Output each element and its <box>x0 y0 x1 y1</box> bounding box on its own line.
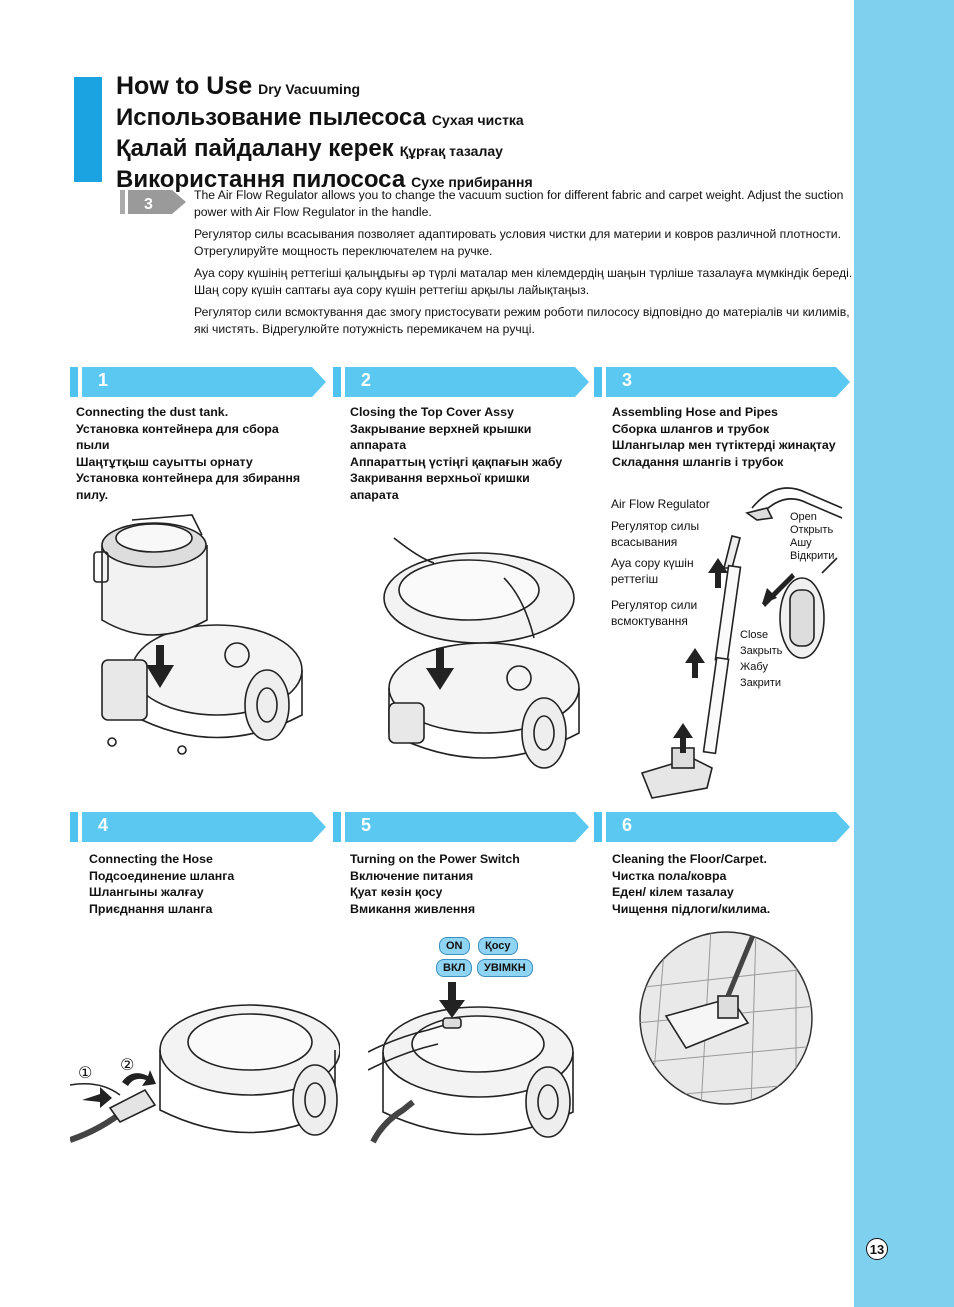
step-1-line-kk: Шаңтұтқыш сауытты орнату <box>76 454 253 469</box>
label-close-kk: Жабу <box>740 661 768 673</box>
step-2-header: 2 <box>333 367 589 397</box>
step-4-header: 4 <box>70 812 326 842</box>
illustration-dust-tank <box>93 514 303 755</box>
label-open-ru: Открыть <box>790 524 834 536</box>
step-4-line-kk: Шлангыны жалғау <box>89 885 204 899</box>
step-6-text: Cleaning the Floor/Carpet. Чистка пола/к… <box>612 851 842 917</box>
title-accent-bar <box>74 77 102 182</box>
step-3-header: 3 <box>594 367 850 397</box>
right-side-band <box>854 0 954 1307</box>
step-3-text: Assembling Hose and Pipes Сборка шлангов… <box>612 404 852 470</box>
title-sub-uk: Сухе прибирання <box>411 174 533 190</box>
label-air-flow-regulator-ru: Регулятор силы всасывания <box>611 519 700 549</box>
title-main-ru: Использование пылесоса <box>116 104 426 131</box>
step-4-line-uk: Приєднання шланга <box>89 901 213 916</box>
illustration-floor-cleaning <box>639 931 813 1105</box>
power-label-on-uk: УВІМКН <box>477 959 533 977</box>
step-5-line-uk: Вмикання живлення <box>350 901 476 916</box>
step-5-line-kk: Қуат көзін қосу <box>350 885 443 899</box>
title-main-uk: Використання пилососа <box>116 166 406 193</box>
illustration-hose-pipes <box>640 487 843 799</box>
label-open-kk: Ашу <box>790 537 812 549</box>
step-2-text: Closing the Top Cover Assy Закрывание ве… <box>350 404 580 503</box>
step-1-text: Connecting the dust tank. Установка конт… <box>76 404 306 503</box>
title-main-en: How to Use <box>116 72 253 100</box>
label-open-uk: Відкрити <box>790 550 835 562</box>
step-5-text: Turning on the Power Switch Включение пи… <box>350 851 580 917</box>
power-label-on-en: ON <box>439 937 470 955</box>
hose-step-1-marker: ① <box>78 1065 93 1082</box>
step-3-number: 3 <box>622 370 633 390</box>
title-main-kk: Қалай пайдалану керек <box>116 135 394 162</box>
intro-paragraph-ru: Регулятор силы всасывания позволяет адап… <box>194 227 842 258</box>
step-2-line-en: Closing the Top Cover Assy <box>350 405 514 419</box>
intro-text: The Air Flow Regulator allows you to cha… <box>194 187 854 343</box>
step-6-line-uk: Чищення підлоги/килима. <box>612 901 771 916</box>
intro-paragraph-kk: Ауа сору күшінің реттегіші қалыңдығы әр … <box>194 266 853 297</box>
power-label-on-ru: ВКЛ <box>436 959 473 977</box>
intro-paragraph-en: The Air Flow Regulator allows you to cha… <box>194 188 844 219</box>
step-6-line-ru: Чистка пола/ковра <box>612 868 727 883</box>
step-2-line-ru: Закрывание верхней крышки аппарата <box>350 421 532 453</box>
illustration-power-switch <box>368 982 574 1144</box>
step-3-line-kk: Шлангылар мен түтіктерді жинақтау <box>612 438 836 452</box>
step-1-line-uk: Установка контейнера для збирання пилу. <box>76 471 301 502</box>
title-sub-ru: Сухая чистка <box>431 112 524 128</box>
illustration-top-cover <box>383 537 580 769</box>
label-air-flow-regulator-en: Air Flow Regulator <box>611 497 710 511</box>
step-1-number: 1 <box>98 370 109 390</box>
step-1-line-en: Connecting the dust tank. <box>76 405 229 419</box>
step-2-number: 2 <box>361 370 372 390</box>
power-label-on-kk: Қосу <box>478 937 518 955</box>
step-6-line-kk: Еден/ кілем тазалау <box>612 885 734 899</box>
page-title: How to Use Dry Vacuuming Использование пы… <box>116 72 533 197</box>
step-3-line-uk: Складання шлангів і трубок <box>612 454 784 469</box>
step-6-header: 6 <box>594 812 850 842</box>
label-close-ru: Закрыть <box>740 645 783 657</box>
hose-step-2-marker: ② <box>120 1057 135 1074</box>
label-air-flow-regulator-uk: Регулятор сили всмоктування <box>611 598 698 628</box>
step-6-number: 6 <box>622 815 633 835</box>
label-air-flow-regulator-kk: Ауа сору күшін реттегіш <box>611 556 694 586</box>
step-1-line-ru: Установка контейнера для сбора пыли <box>76 421 279 453</box>
step-4-number: 4 <box>98 815 109 835</box>
title-sub-en: Dry Vacuuming <box>258 81 361 97</box>
step-2-line-kk: Аппараттың үстіңгі қақпағын жабу <box>350 454 563 469</box>
step-4-text: Connecting the Hose Подсоединение шланга… <box>89 851 319 917</box>
step-4-line-en: Connecting the Hose <box>89 852 213 866</box>
step-6-line-en: Cleaning the Floor/Carpet. <box>612 852 767 866</box>
step-5-line-ru: Включение питания <box>350 868 474 883</box>
step-5-number: 5 <box>361 815 372 835</box>
step-3-line-en: Assembling Hose and Pipes <box>612 405 778 419</box>
step-2-line-uk: Закривання верхньої кришки апарата <box>350 471 530 502</box>
step-3-line-ru: Сборка шлангов и трубок <box>612 421 770 436</box>
page-number: 13 <box>866 1238 888 1260</box>
title-sub-kk: Құрғақ тазалау <box>399 143 503 159</box>
step-5-header: 5 <box>333 812 589 842</box>
illustration-connecting-hose <box>70 1004 340 1143</box>
label-open-en: Open <box>790 511 817 523</box>
step-5-line-en: Turning on the Power Switch <box>350 852 520 866</box>
step-1-header: 1 <box>70 367 326 397</box>
label-close-en: Close <box>740 629 769 641</box>
step-4-line-ru: Подсоединение шланга <box>89 868 235 883</box>
intro-paragraph-uk: Регулятор сили всмоктування дає змогу пр… <box>194 305 850 336</box>
intro-badge-number: 3 <box>144 196 153 213</box>
intro-step-badge: 3 <box>120 190 186 214</box>
label-close-uk: Закрити <box>740 677 782 689</box>
